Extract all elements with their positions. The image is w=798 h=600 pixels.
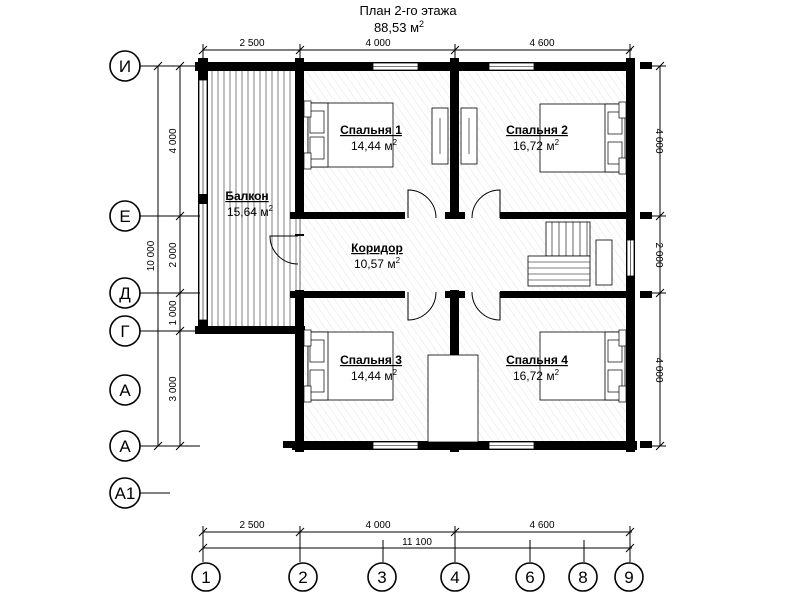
room-area-bedroom-3: 14,44 м2 [351, 368, 398, 383]
dim-left-total: 10 000 [146, 240, 157, 271]
dim-bottom-total: 11 100 [402, 537, 432, 548]
svg-text:Г: Г [120, 322, 129, 341]
dim-right-1: 4 000 [653, 128, 664, 153]
room-name-bedroom-1: Спальня 1 [340, 123, 402, 137]
windows [198, 62, 635, 450]
svg-text:8: 8 [578, 568, 587, 587]
room-labels: Спальня 1 14,44 м2 Спальня 2 16,72 м2 Сп… [225, 123, 568, 383]
dim-top-2: 4 000 [365, 38, 390, 49]
axis-bubble-d: Д [109, 277, 141, 309]
doors [269, 189, 501, 321]
dim-bottom-2: 4 000 [365, 520, 390, 531]
staircase [527, 221, 613, 287]
dimension-top: 2 500 4 000 4 600 [198, 38, 635, 60]
svg-text:Е: Е [119, 207, 130, 226]
axis-bubble-g: Г [109, 315, 141, 347]
room-name-bedroom-3: Спальня 3 [340, 353, 402, 367]
axis-bubble-6: 6 [515, 562, 545, 592]
svg-text:Д: Д [119, 284, 131, 303]
axis-bubble-1: 1 [191, 562, 221, 592]
room-name-balcony: Балкон [225, 189, 268, 203]
svg-text:9: 9 [624, 568, 633, 587]
dimension-right: 4 000 2 000 4 000 [640, 61, 666, 451]
room-area-bedroom-4: 16,72 м2 [513, 368, 560, 383]
dim-left-4: 3 000 [168, 376, 179, 401]
room-area-bedroom-1: 14,44 м2 [351, 138, 398, 153]
axis-bubble-a-1: А [109, 374, 141, 406]
axis-bubble-e: Е [109, 200, 141, 232]
dim-right-2: 2 000 [653, 242, 664, 267]
furniture [303, 100, 627, 443]
room-name-corridor: Коридор [351, 241, 403, 255]
svg-text:2: 2 [298, 568, 307, 587]
dimension-left: 4 000 2 000 1 000 3 000 10 000 [140, 61, 200, 451]
room-area-balcony: 15,64 м2 [227, 204, 274, 219]
room-name-bedroom-2: Спальня 2 [506, 123, 568, 137]
svg-text:3: 3 [377, 568, 386, 587]
axis-bubble-8: 8 [568, 562, 598, 592]
axis-bubble-4: 4 [440, 562, 470, 592]
axis-bubble-2: 2 [288, 562, 318, 592]
room-name-bedroom-4: Спальня 4 [506, 353, 568, 367]
svg-text:И: И [119, 57, 131, 76]
axis-bubble-9: 9 [614, 562, 644, 592]
dim-top-3: 4 600 [529, 38, 554, 49]
axis-bubble-i: И [109, 50, 141, 82]
balcony-deck [205, 67, 301, 331]
svg-text:6: 6 [525, 568, 534, 587]
dim-bottom-1: 2 500 [239, 520, 264, 531]
svg-text:А: А [119, 437, 131, 456]
dim-top-1: 2 500 [239, 38, 264, 49]
axis-bubble-a-2: А [109, 430, 141, 462]
svg-text:А1: А1 [115, 484, 136, 503]
axis-bubble-a1: А1 [109, 477, 141, 509]
room-area-corridor: 10,57 м2 [354, 256, 401, 271]
svg-text:1: 1 [201, 568, 210, 587]
dim-right-3: 4 000 [653, 357, 664, 382]
svg-text:4: 4 [450, 568, 459, 587]
dim-left-2: 2 000 [168, 242, 179, 267]
svg-text:А: А [119, 381, 131, 400]
axis-bubbles-bottom: 1 2 3 4 6 8 9 [191, 562, 644, 592]
dimension-bottom: 2 500 4 000 4 600 11 100 [198, 520, 635, 562]
axis-bubbles-left: И Е Д Г А А А1 [109, 50, 170, 509]
dim-left-1: 4 000 [168, 128, 179, 153]
total-area: 88,53 м2 [374, 19, 424, 35]
dim-left-3: 1 000 [168, 300, 179, 325]
axis-bubble-3: 3 [367, 562, 397, 592]
dim-bottom-3: 4 600 [529, 520, 554, 531]
plan-title: План 2-го этажа [359, 3, 457, 18]
room-area-bedroom-2: 16,72 м2 [513, 138, 560, 153]
